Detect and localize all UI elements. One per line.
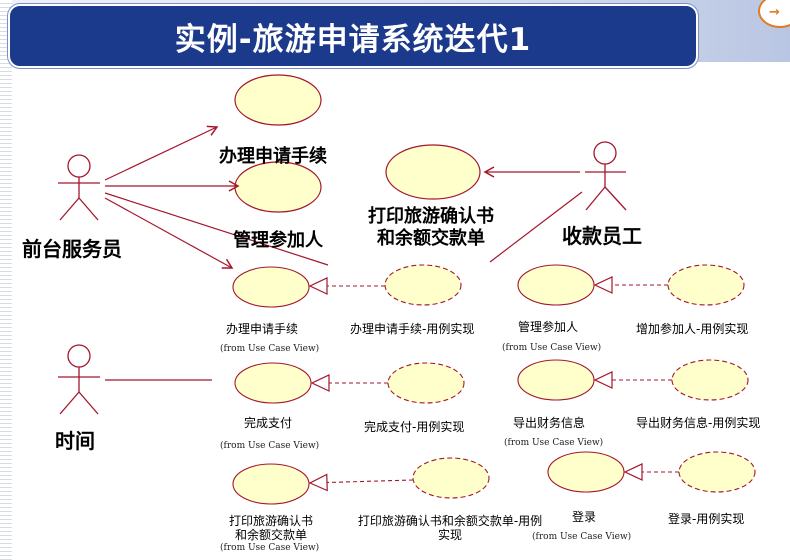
realization-label-apply: 办理申请手续-用例实现 [350,322,475,336]
actor-time [58,344,100,415]
uc-label-print: 打印旅游确认书 和余额交款单 [228,514,313,542]
realization-label-export: 导出财务信息-用例实现 [636,416,761,430]
actor-label-front-desk: 前台服务员 [22,237,122,261]
realization-row-3 [232,451,756,505]
title-bar: 实例-旅游申请系统迭代1 [8,4,698,68]
from-label: (from Use Case View) [502,343,602,353]
use-case-print [385,144,481,200]
from-label: (from Use Case View) [504,438,604,448]
realization-label-add-participant: 增加参加人-用例实现 [636,322,749,336]
from-label: (from Use Case View) [220,543,320,553]
from-label: (from Use Case View) [220,344,320,354]
realization-row-1 [232,264,745,308]
use-case-apply [234,74,322,126]
realization-label-print: 打印旅游确认书和余额交款单-用例 实现 [357,514,543,542]
page-title: 实例-旅游申请系统迭代1 [174,21,532,58]
realization-row-2 [234,359,749,404]
uc-label-payment: 完成支付 [244,416,293,430]
uc-label-apply: 办理申请手续 [226,322,299,336]
use-case-manage-participants [234,161,322,213]
realization-label-login: 登录-用例实现 [668,512,745,526]
use-case-label-manage: 管理参加人 [233,230,323,251]
actor-label-cashier: 收款员工 [562,224,642,248]
left-decoration-strip [0,0,12,560]
from-label: (from Use Case View) [220,441,320,451]
uc-label-login: 登录 [572,510,597,524]
actor-label-time: 时间 [55,429,95,453]
uc-label-manage: 管理参加人 [518,320,579,334]
use-case-label-print: 打印旅游确认书 和余额交款单 [368,206,494,249]
uc-label-export: 导出财务信息 [513,416,586,430]
use-case-label-apply: 办理申请手续 [219,146,327,167]
actor-cashier [585,141,627,211]
associations [104,125,583,381]
realization-label-payment: 完成支付-用例实现 [364,420,465,434]
from-label: (from Use Case View) [532,532,632,542]
actor-front-desk [58,154,100,221]
